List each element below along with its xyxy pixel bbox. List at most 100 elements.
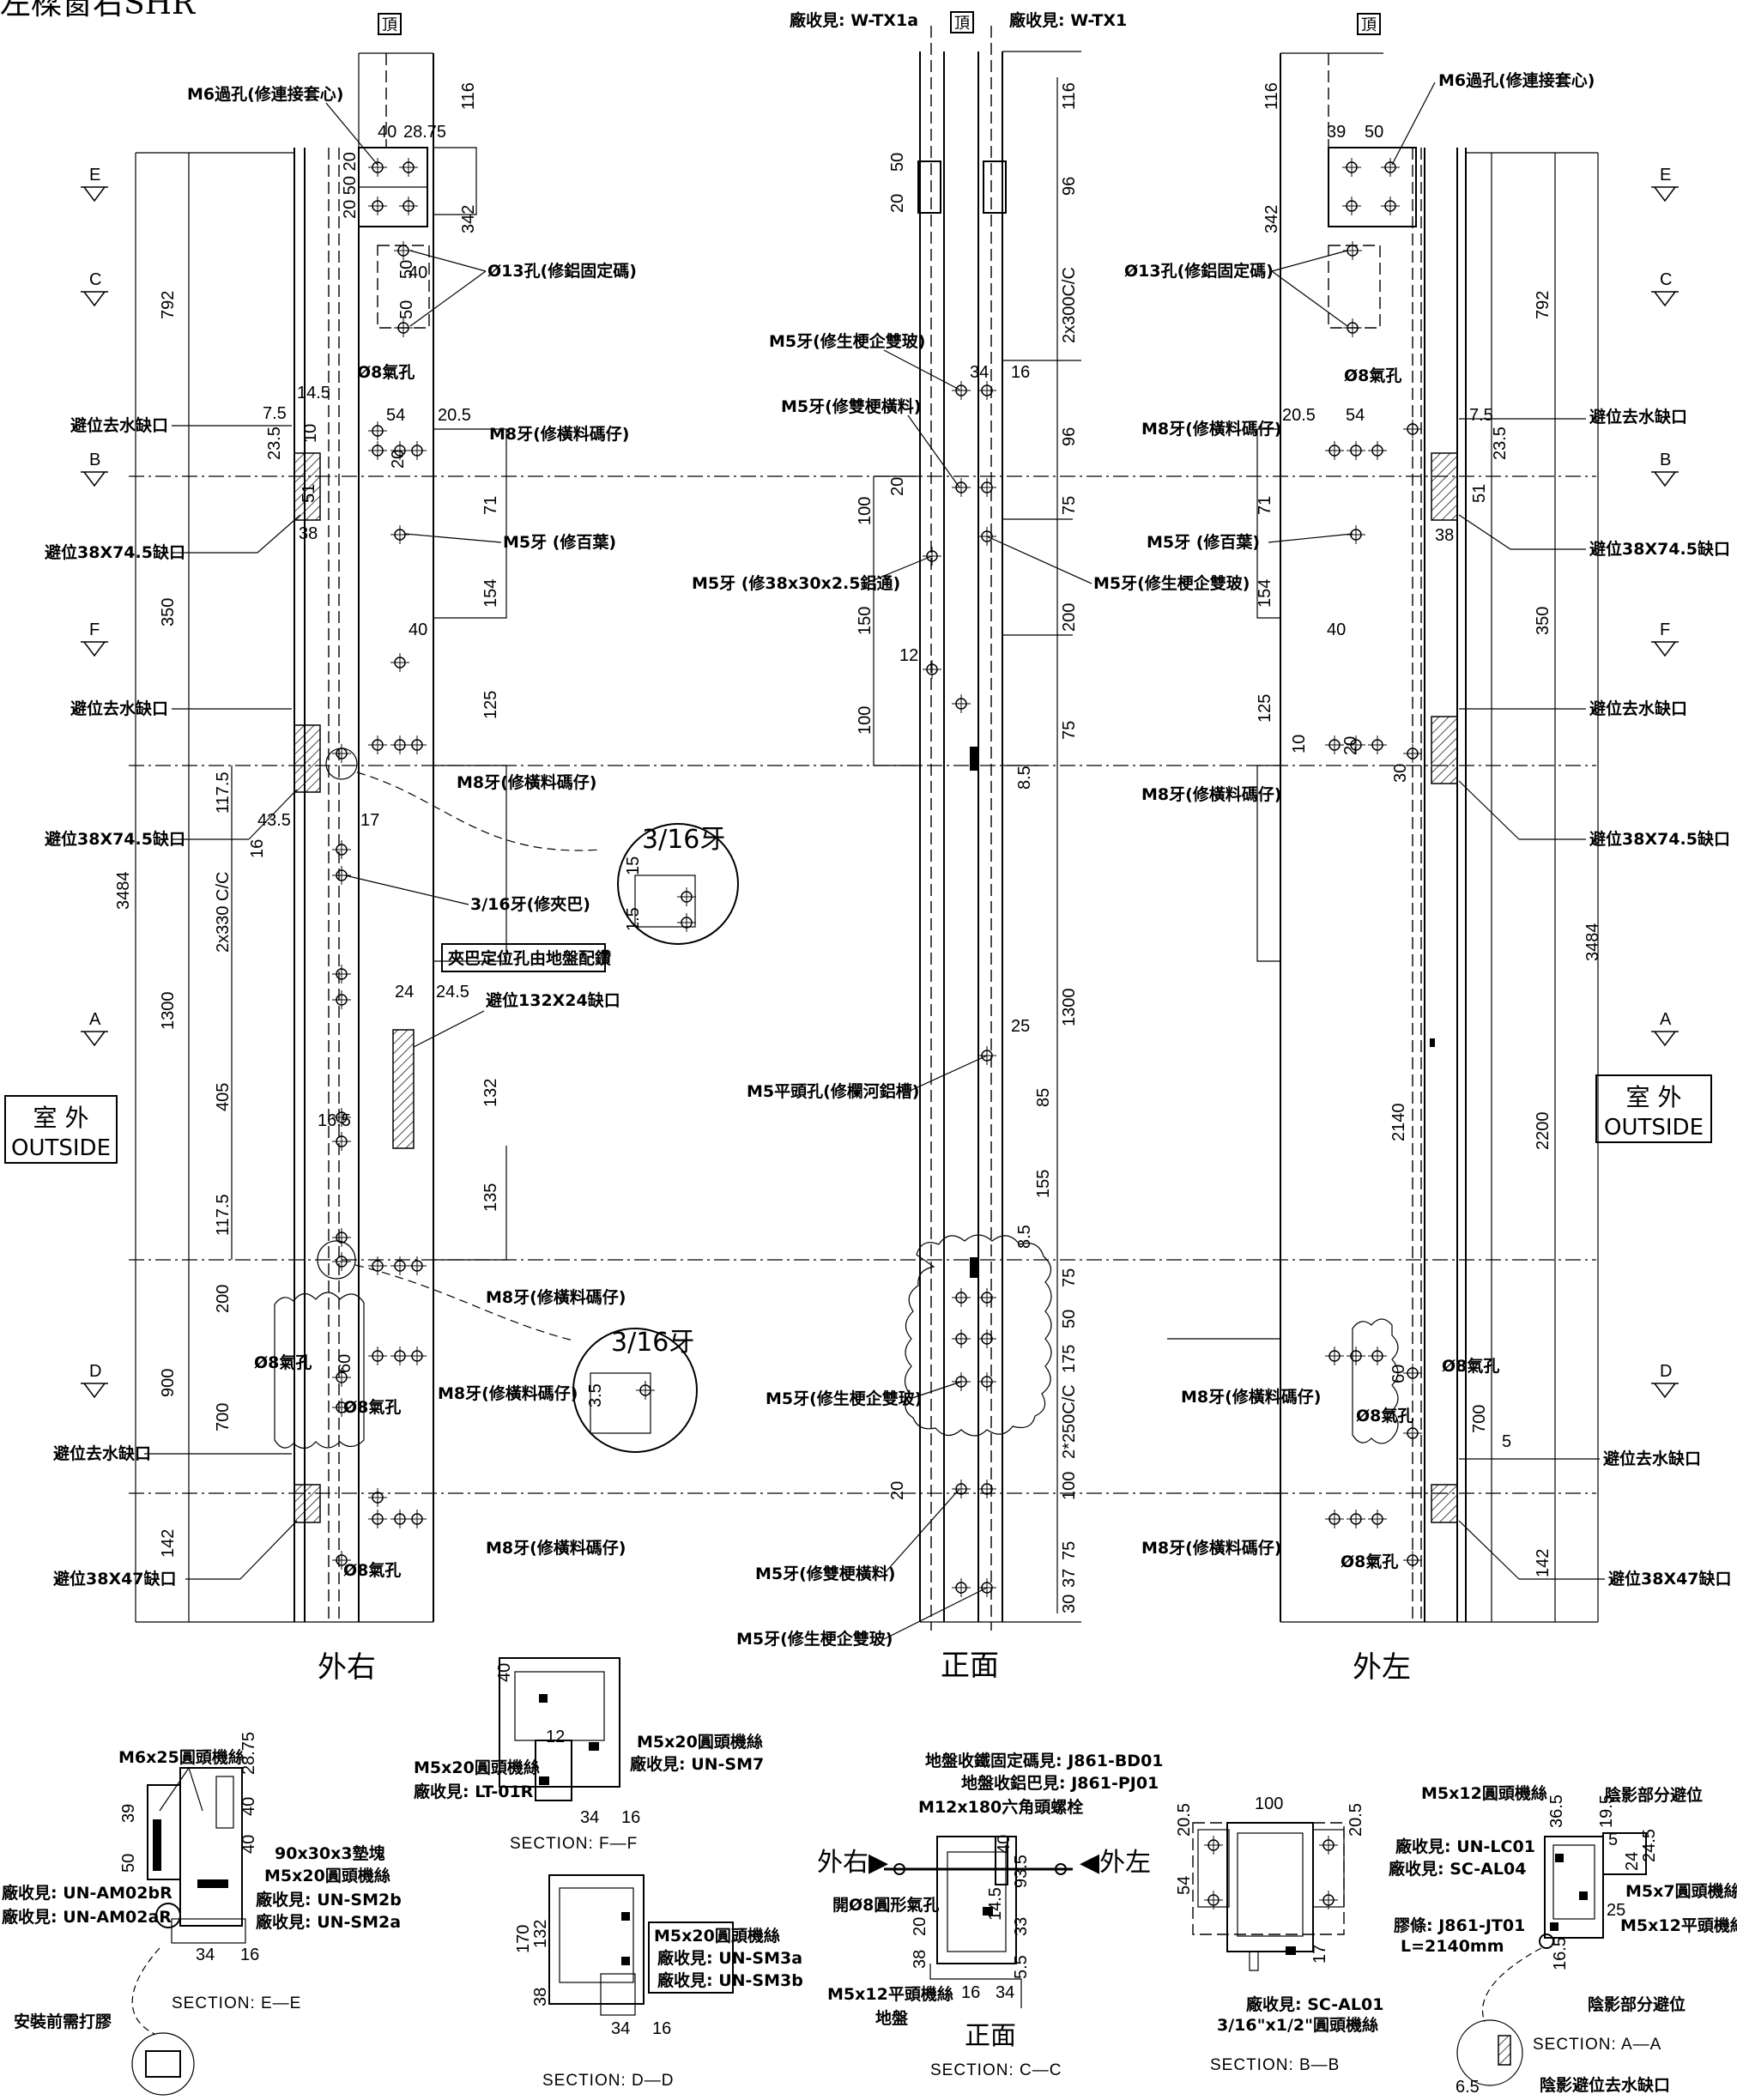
note: M6過孔(修連接套心): [187, 84, 344, 104]
note: Ø8氣孔: [1442, 1356, 1499, 1376]
dim: 350: [1534, 607, 1552, 635]
dim: 71: [481, 496, 500, 515]
note: 安裝前需打膠: [14, 2012, 112, 2031]
dim: 175: [1060, 1345, 1079, 1373]
dim: 3484: [1583, 923, 1602, 962]
dim: 125: [481, 691, 500, 719]
front-ref-left: 廠收見: W-TX1a: [790, 10, 918, 30]
note: 廠收見: UN-AM02aR: [2, 1907, 172, 1927]
dim: 142: [1534, 1549, 1552, 1577]
dim: 20.5: [1282, 406, 1316, 425]
outside-label-left: 室 外 OUTSIDE: [4, 1095, 118, 1164]
note: M5牙 (修百葉): [503, 532, 616, 552]
caption-right-view: 外右: [318, 1650, 376, 1685]
dim: 40: [995, 1835, 1014, 1854]
dim: 700: [1470, 1405, 1489, 1433]
dim: 792: [159, 291, 178, 319]
dim: 50: [1060, 1310, 1079, 1328]
section-markers-left: E C B F A D: [80, 166, 109, 1398]
dim: 100: [1060, 1472, 1079, 1500]
note: 廠收見: UN-SM3a: [657, 1948, 802, 1968]
dim: 7.5: [1469, 406, 1493, 425]
dim: 100: [1255, 1794, 1283, 1813]
note: 地盤收鐵固定碼見: J861-BD01: [925, 1751, 1164, 1770]
note: 廠收見: UN-SM3b: [657, 1970, 803, 1990]
note: 避位去水缺口: [1603, 1449, 1701, 1468]
section-mark-f-r: F: [1660, 620, 1670, 639]
dim: 117.5: [214, 1194, 233, 1236]
note: 開Ø8圓形氣孔: [832, 1895, 939, 1915]
section-mark-e: E: [89, 166, 100, 185]
dim: 10: [1290, 735, 1309, 753]
caption-left-view: 外左: [1353, 1650, 1411, 1685]
section-mark-e-r: E: [1660, 166, 1671, 185]
dim: 154: [1256, 579, 1274, 608]
dim: 28.75: [403, 123, 446, 142]
dim: 20: [888, 194, 907, 213]
dim: 24.5: [436, 983, 469, 1002]
note: 陰影部分避位: [1605, 1785, 1703, 1805]
note: 避位去水缺口: [70, 699, 168, 718]
section-mark-d: D: [89, 1362, 101, 1381]
dim: 75: [1060, 496, 1079, 515]
note: 廠收見: UN-SM7: [630, 1754, 764, 1774]
dim: 5.5: [1012, 1955, 1031, 1979]
dim: 132: [481, 1079, 500, 1107]
note: 外右▶: [817, 1848, 888, 1878]
dim: 40: [239, 1797, 258, 1816]
dim: 405: [214, 1083, 233, 1111]
dim: 30: [1391, 764, 1410, 783]
section-f-f: M5x20圓頭機絲 廠收見: LT-01R M5x20圓頭機絲 廠收見: UN-…: [414, 1657, 764, 1853]
note: L=2140mm: [1401, 1937, 1504, 1956]
dim: 38: [299, 524, 318, 543]
note: M5牙(修生梗企雙玻): [736, 1629, 893, 1649]
dim: 25: [1011, 1017, 1030, 1036]
dim: 51: [1470, 484, 1489, 503]
note: M5牙(修雙梗橫料): [755, 1564, 896, 1583]
dim: 1300: [159, 992, 178, 1031]
dim: 43.5: [257, 811, 291, 830]
note: Ø8氣孔: [343, 1397, 401, 1417]
note: M5牙(修生梗企雙玻): [1093, 573, 1250, 593]
front-view-dims: 116 96 2x300C/C 96 75 200 75 8.5 1300 25…: [856, 82, 1079, 1613]
dim: 38: [911, 1950, 929, 1969]
dim: 135: [481, 1183, 500, 1212]
section-caption: SECTION: C—C: [930, 2061, 1062, 2079]
note: 3/16"x1/2"圓頭機絲: [1217, 2015, 1378, 2035]
section-a-a: M5x12圓頭機絲 陰影部分避位 廠收見: UN-LC01 廠收見: SC-AL…: [1389, 1783, 1737, 2097]
dim: 50: [1365, 123, 1383, 142]
section-b-b: 廠收見: SC-AL01 3/16"x1/2"圓頭機絲 100 20.5 20.…: [1175, 1794, 1383, 2074]
note: Ø8氣孔: [1356, 1406, 1413, 1425]
note: ◀外左: [1080, 1848, 1151, 1878]
dim: 24.5: [1640, 1829, 1659, 1862]
dim: 792: [1534, 291, 1552, 319]
note: 陰影避位去水缺口: [1540, 2075, 1670, 2095]
dim: 116: [1060, 82, 1079, 110]
note: 90x30x3墊塊: [275, 1843, 385, 1863]
caption-front-view: 正面: [941, 1649, 999, 1683]
dim: 51: [300, 484, 318, 503]
section-d-d: M5x20圓頭機絲 廠收見: UN-SM3a 廠收見: UN-SM3b 170 …: [514, 1874, 803, 2090]
note: M8牙(修橫料碼仔): [1141, 419, 1282, 439]
dim: 25: [1607, 1901, 1625, 1920]
note: M12x180六角頭螺栓: [918, 1797, 1083, 1817]
section-mark-d-r: D: [1660, 1362, 1672, 1381]
note: 地盤收鋁巴見: J861-PJ01: [961, 1773, 1159, 1793]
dim: 38: [1435, 526, 1454, 545]
dim: 85: [1034, 1088, 1053, 1107]
note: 避位38X74.5缺口: [1589, 539, 1730, 559]
note: M6過孔(修連接套心): [1438, 70, 1595, 90]
note: M8牙(修橫料碼仔): [1141, 1538, 1282, 1558]
dim: 40: [1327, 620, 1346, 639]
section-caption: SECTION: E—E: [172, 1994, 301, 2012]
dim: 40: [409, 263, 427, 282]
dim: 75: [1060, 1268, 1079, 1287]
dim: 16.5: [1551, 1937, 1570, 1970]
dim: 20: [389, 450, 408, 469]
drawing-title: 左樑窗右SHR: [0, 0, 196, 21]
section-markers-right: E C B F A D: [1650, 166, 1680, 1398]
dim: 54: [1346, 406, 1365, 425]
note: M5x12平頭機絲: [1620, 1915, 1737, 1935]
dim: 2200: [1534, 1112, 1552, 1151]
